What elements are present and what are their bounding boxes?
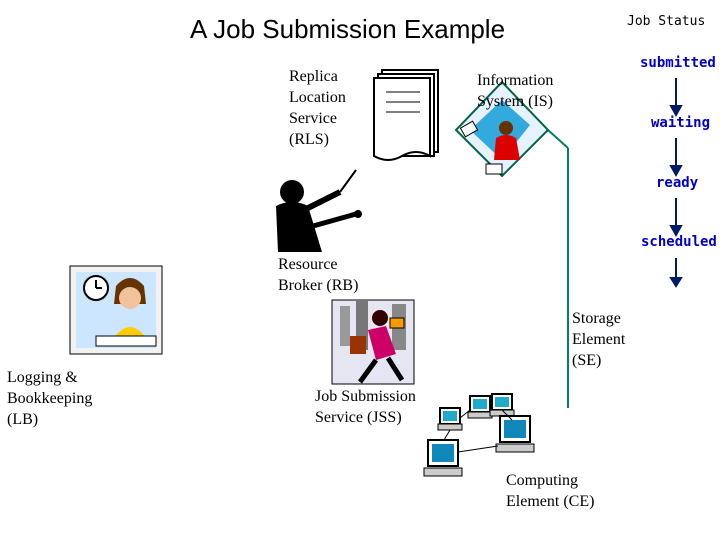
lb-label: Logging & Bookkeeping (LB) (7, 369, 93, 428)
computer-1 (437, 407, 463, 431)
is-label: Information System (IS) (477, 72, 554, 110)
jss-label: Job Submission Service (JSS) (315, 388, 416, 426)
status-waiting: waiting (651, 115, 711, 131)
status-ready: ready (656, 175, 699, 191)
page-title: A Job Submission Example (190, 14, 506, 44)
job-status-heading: Job Status (627, 14, 706, 29)
ce-label: Computing Element (CE) (506, 472, 595, 510)
computer-3 (489, 393, 515, 417)
computer-network-icon (423, 393, 535, 477)
runner-icon (331, 299, 415, 385)
conductor-icon (276, 169, 362, 252)
rb-label: Resource Broker (RB) (278, 256, 359, 294)
rls-label: Replica Location Service (RLS) (289, 68, 346, 148)
computer-4 (495, 415, 535, 453)
network-cables (443, 401, 513, 453)
status-scheduled: scheduled (641, 234, 717, 250)
status-submitted: submitted (640, 55, 716, 71)
reader-icon (69, 265, 163, 355)
is-se-connector-top (547, 129, 569, 149)
office-worker-icon (454, 80, 550, 178)
se-label: Storage Element (SE) (572, 310, 626, 369)
computer-2 (467, 395, 493, 419)
computer-5 (423, 439, 463, 477)
status-arrows (669, 78, 683, 288)
document-stack-icon (373, 69, 439, 161)
